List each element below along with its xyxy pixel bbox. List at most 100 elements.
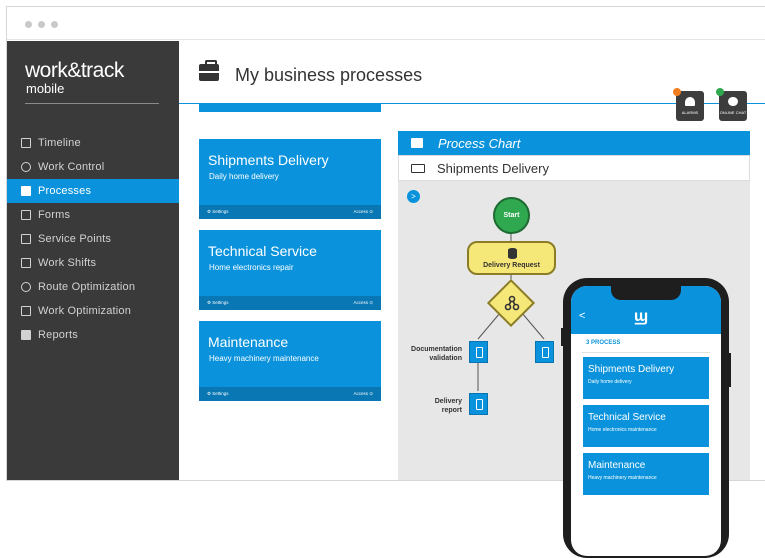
back-chevron-icon[interactable]: < xyxy=(579,310,586,322)
process-card-subtitle: Home electronics repair xyxy=(209,263,294,272)
sidebar-item-label: Work Shifts xyxy=(38,257,97,269)
process-chart-name: Shipments Delivery xyxy=(437,160,549,176)
briefcase-icon xyxy=(411,138,423,148)
sidebar-item-label: Timeline xyxy=(38,137,81,149)
timeline-icon xyxy=(21,138,31,148)
expand-button[interactable]: > xyxy=(407,190,420,203)
start-node[interactable]: Start xyxy=(493,197,530,234)
sidebar-item-label: Reports xyxy=(38,329,78,341)
alarms-button[interactable]: ALARMS xyxy=(673,88,704,121)
sidebar-nav: Timeline Work Control Processes Forms Se… xyxy=(7,131,179,347)
process-card-footer: ⚙ Settings Access ⊙ xyxy=(199,387,381,401)
phone-card-title: Maintenance xyxy=(588,460,646,471)
settings-link[interactable]: ⚙ Settings xyxy=(207,209,229,214)
logo: work&track xyxy=(25,59,124,82)
process-chart-title: Process Chart xyxy=(438,135,521,151)
sidebar-item-route-optimization[interactable]: Route Optimization xyxy=(7,275,179,299)
process-card[interactable]: Technical Service Home electronics repai… xyxy=(199,230,381,310)
phone-process-card[interactable]: Maintenance Heavy machinery maintenance xyxy=(583,453,709,495)
phone-card-subtitle: Home electronics maintenance xyxy=(588,427,657,433)
process-card[interactable]: Maintenance Heavy machinery maintenance … xyxy=(199,321,381,401)
report-icon xyxy=(21,330,31,340)
process-chart-header: Process Chart xyxy=(398,131,750,155)
sidebar-item-processes[interactable]: Processes xyxy=(7,179,179,203)
phone-notch xyxy=(611,286,681,300)
sidebar-item-reports[interactable]: Reports xyxy=(7,323,179,347)
page-title: My business processes xyxy=(235,65,423,85)
form-icon xyxy=(21,210,31,220)
calendar-icon xyxy=(21,258,31,268)
process-card-footer: ⚙ Settings Access ⊙ xyxy=(199,205,381,219)
phone-volume-button xyxy=(561,328,564,346)
process-card-title: Shipments Delivery xyxy=(208,152,329,168)
sidebar-item-timeline[interactable]: Timeline xyxy=(7,131,179,155)
settings-link[interactable]: ⚙ Settings xyxy=(207,300,229,305)
delivery-report-node[interactable] xyxy=(469,393,488,415)
shuffle-icon xyxy=(21,282,31,292)
access-link[interactable]: Access ⊙ xyxy=(353,300,373,305)
sidebar-item-label: Route Optimization xyxy=(38,281,136,293)
phone-card-subtitle: Daily home delivery xyxy=(588,379,632,385)
online-chat-button[interactable]: ONLINE CHAT xyxy=(716,88,747,121)
sidebar-item-work-optimization[interactable]: Work Optimization xyxy=(7,299,179,323)
process-card-partial[interactable] xyxy=(199,104,381,112)
settings-link[interactable]: ⚙ Settings xyxy=(207,391,229,396)
sidebar-item-forms[interactable]: Forms xyxy=(7,203,179,227)
sidebar-item-label: Service Points xyxy=(38,233,112,245)
documentation-validation-node[interactable] xyxy=(469,341,488,363)
branch-icon xyxy=(504,295,520,311)
phone-power-button xyxy=(728,353,731,387)
phone-logo: ϣ xyxy=(634,308,648,325)
briefcase-icon xyxy=(21,186,31,196)
phone-header: < ϣ xyxy=(571,286,721,334)
node-label: report xyxy=(441,407,462,414)
mobile-task-node[interactable] xyxy=(535,341,554,363)
window-dot-icon[interactable] xyxy=(51,21,58,28)
crosshair-icon xyxy=(21,162,31,172)
node-label: Delivery xyxy=(434,398,462,405)
process-card-subtitle: Daily home delivery xyxy=(209,172,279,181)
documentation-validation-label: Documentation validation xyxy=(400,345,462,363)
sidebar-item-work-control[interactable]: Work Control xyxy=(7,155,179,179)
access-link[interactable]: Access ⊙ xyxy=(353,209,373,214)
process-chart-subheader: Shipments Delivery xyxy=(398,155,750,181)
alarm-badge xyxy=(673,88,681,96)
phone-process-count: 3 PROCESS xyxy=(586,340,621,346)
access-label: Access xyxy=(353,300,368,305)
sidebar-item-label: Processes xyxy=(38,185,92,197)
briefcase-icon xyxy=(199,60,219,81)
sidebar-item-label: Work Optimization xyxy=(38,305,132,317)
browser-titlebar xyxy=(7,7,765,40)
access-link[interactable]: Access ⊙ xyxy=(353,391,373,396)
settings-label: Settings xyxy=(212,391,229,396)
map-icon xyxy=(21,234,31,244)
phone-card-title: Shipments Delivery xyxy=(588,364,675,375)
alarms-label: ALARMS xyxy=(681,110,699,115)
logo-subtitle: mobile xyxy=(26,81,65,96)
sidebar-item-work-shifts[interactable]: Work Shifts xyxy=(7,251,179,275)
phone-screen: < ϣ 3 PROCESS Shipments Delivery Daily h… xyxy=(571,286,721,556)
access-label: Access xyxy=(353,209,368,214)
window-dot-icon[interactable] xyxy=(25,21,32,28)
phone-process-card[interactable]: Technical Service Home electronics maint… xyxy=(583,405,709,447)
sidebar-item-service-points[interactable]: Service Points xyxy=(7,227,179,251)
grid-icon xyxy=(21,306,31,316)
bell-icon xyxy=(685,97,695,106)
process-card-subtitle: Heavy machinery maintenance xyxy=(209,354,319,363)
process-card[interactable]: Shipments Delivery Daily home delivery ⚙… xyxy=(199,139,381,219)
process-card-footer: ⚙ Settings Access ⊙ xyxy=(199,296,381,310)
phone-divider xyxy=(582,352,710,353)
phone-process-card[interactable]: Shipments Delivery Daily home delivery xyxy=(583,357,709,399)
process-card-title: Technical Service xyxy=(208,243,317,259)
header-divider xyxy=(179,103,765,104)
window-dot-icon[interactable] xyxy=(38,21,45,28)
chat-badge xyxy=(716,88,724,96)
delivery-request-node[interactable]: Delivery Request xyxy=(467,241,556,275)
database-icon xyxy=(508,248,517,259)
node-label: Documentation xyxy=(411,346,462,353)
phone-mockup: < ϣ 3 PROCESS Shipments Delivery Daily h… xyxy=(561,278,731,558)
access-label: Access xyxy=(353,391,368,396)
task-label: Delivery Request xyxy=(483,262,540,269)
delivery-report-label: Delivery report xyxy=(400,397,462,415)
chat-label: ONLINE CHAT xyxy=(719,110,747,115)
